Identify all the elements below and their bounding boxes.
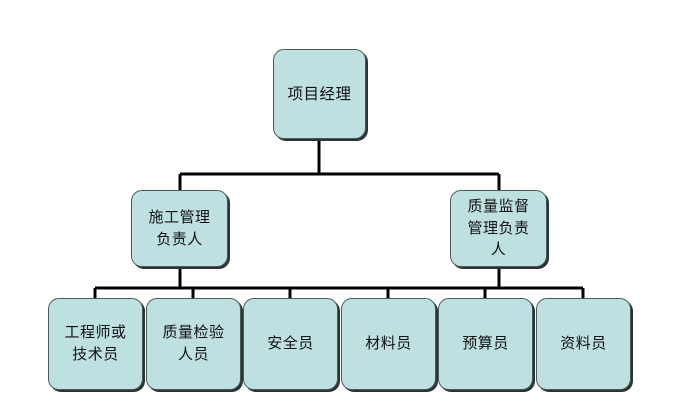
node-documentation-officer[interactable]: 资料员: [536, 298, 631, 390]
node-safety-officer[interactable]: 安全员: [243, 298, 338, 390]
node-budget-officer[interactable]: 预算员: [438, 298, 533, 390]
node-label: 施工管理 负责人: [148, 207, 211, 248]
node-quality-supervision-lead[interactable]: 质量监督 管理负责 人: [450, 190, 547, 267]
node-label: 资料员: [560, 334, 607, 353]
node-label: 工程师或 技术员: [64, 323, 127, 363]
node-quality-inspector[interactable]: 质量检验 人员: [146, 298, 241, 390]
node-label: 安全员: [267, 334, 314, 353]
node-label: 项目经理: [287, 84, 352, 103]
node-label: 质量检验 人员: [162, 323, 225, 363]
node-label: 材料员: [365, 334, 412, 353]
node-materials-officer[interactable]: 材料员: [341, 298, 436, 390]
node-label: 预算员: [462, 334, 509, 353]
node-construction-management-lead[interactable]: 施工管理 负责人: [131, 190, 228, 267]
node-project-manager[interactable]: 项目经理: [273, 49, 366, 139]
node-engineer-or-technician[interactable]: 工程师或 技术员: [48, 298, 143, 390]
node-label: 质量监督 管理负责 人: [467, 196, 530, 259]
